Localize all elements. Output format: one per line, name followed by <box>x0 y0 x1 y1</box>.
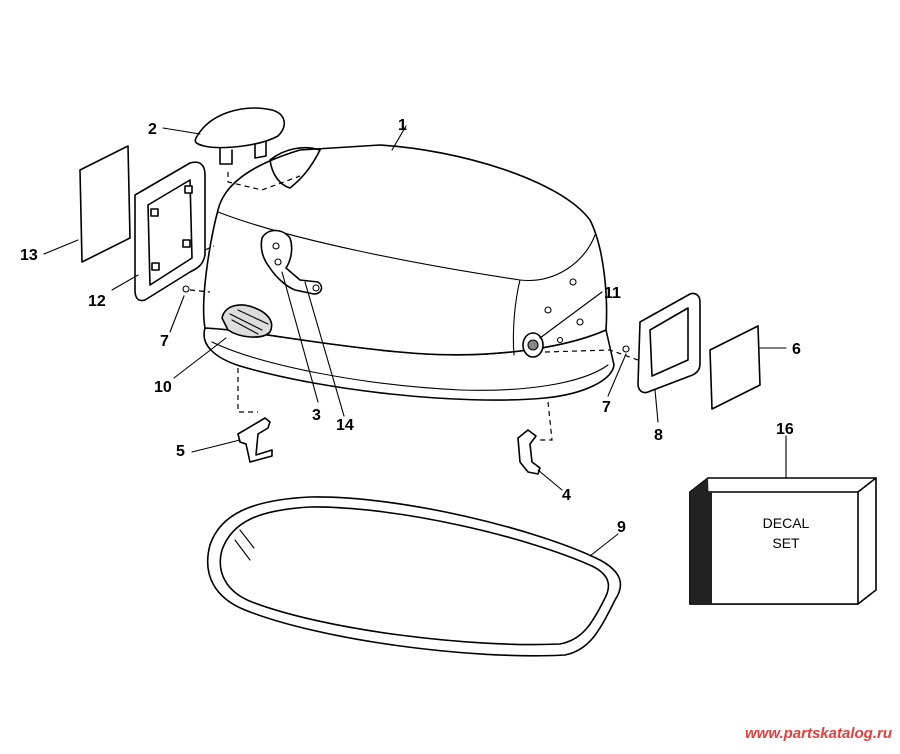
decal-box-line2: SET <box>772 535 800 551</box>
callout-6: 6 <box>792 341 801 358</box>
callout-12: 12 <box>88 293 106 310</box>
callout-2: 2 <box>148 121 157 138</box>
leader-lines <box>43 125 787 557</box>
dash-4-1 <box>540 401 553 441</box>
callout-5: 5 <box>176 443 185 460</box>
dash-5-1 <box>237 368 258 413</box>
top-cover-part-2 <box>194 107 285 165</box>
button-part-11 <box>522 332 544 358</box>
callout-13: 13 <box>20 247 38 264</box>
callout-1: 1 <box>398 117 407 134</box>
callout-4: 4 <box>562 487 571 504</box>
watermark: www.partskatalog.ru <box>745 725 892 742</box>
dash-7a <box>189 289 211 293</box>
decal-part-6 <box>709 325 761 410</box>
callout-16: 16 <box>776 421 794 438</box>
bracket-part-4 <box>517 429 541 475</box>
side-panel-part-12 <box>134 161 206 302</box>
callout-3: 3 <box>312 407 321 424</box>
decal-part-13 <box>79 145 131 263</box>
dash-8-1 <box>544 349 639 361</box>
screw-7b <box>622 345 630 353</box>
seal-part-9 <box>206 496 622 657</box>
dash-12-1 <box>204 245 215 251</box>
decal-box-line1: DECAL <box>763 515 810 531</box>
callout-7b: 7 <box>602 399 611 416</box>
callout-11: 11 <box>604 285 621 302</box>
screw-7a <box>182 285 190 293</box>
side-panel-part-8 <box>637 292 701 394</box>
decal-set-box-part-16: DECAL SET <box>689 477 877 605</box>
latch-part-3-14 <box>260 229 323 295</box>
callout-8: 8 <box>654 427 663 444</box>
callout-9: 9 <box>617 519 626 536</box>
vent-grille-part-10 <box>221 304 273 338</box>
callout-7a: 7 <box>160 333 169 350</box>
callout-10: 10 <box>154 379 172 396</box>
dash-2-1 <box>227 172 301 191</box>
cowl-part-1 <box>202 144 615 401</box>
bracket-part-5 <box>237 417 273 463</box>
callout-14: 14 <box>336 417 354 434</box>
